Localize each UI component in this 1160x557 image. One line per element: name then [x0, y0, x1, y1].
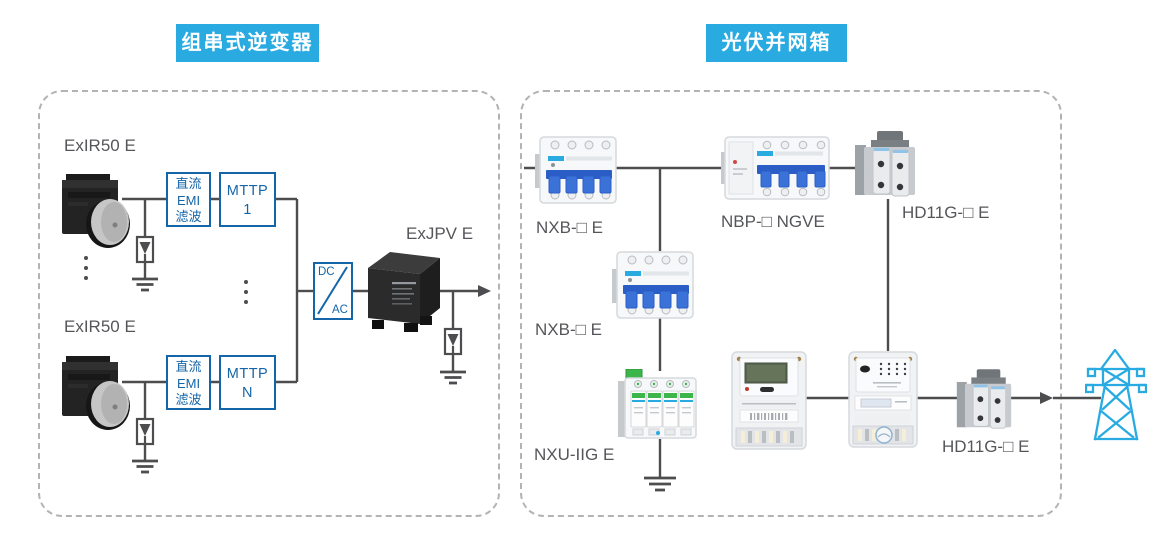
grid-box-section-border — [520, 90, 1062, 517]
arrow-inverter-output — [478, 285, 491, 297]
nxu-spd-device — [618, 369, 697, 439]
spd-symbol-1 — [135, 235, 155, 264]
dc-emi-filter-box-top: 直流 EMI 滤波 — [166, 172, 211, 227]
dc-ac-inverter-box: DC AC — [313, 262, 353, 320]
dc-label: DC — [318, 266, 335, 278]
exjpv-device — [368, 252, 440, 332]
section-header-grid-box: 光伏并网箱 — [706, 24, 847, 62]
ground-symbol-1 — [132, 277, 158, 292]
arrow-to-grid — [1040, 392, 1053, 404]
dc-ac-diagonal — [317, 266, 348, 315]
mppt1-box: MTTP 1 — [219, 172, 276, 227]
dc-emi-filter-box-bottom: 直流 EMI 滤波 — [166, 355, 211, 410]
mppt1-line2: 1 — [243, 202, 252, 218]
ac-label: AC — [332, 304, 348, 316]
emi-line3: 滤波 — [175, 209, 202, 224]
ground-symbol-4 — [644, 476, 676, 492]
mpptn-line2: N — [242, 385, 253, 401]
energy-meter-device-1 — [731, 351, 807, 450]
mpptn-line1: MTTP — [226, 366, 269, 382]
label-nxu-spd: NXU-IIG E — [534, 445, 615, 464]
label-hd11g-bottom: HD11G-□ E — [942, 437, 1030, 456]
ellipsis-strings — [84, 256, 88, 280]
label-nxb-main: NXB-□ E — [536, 218, 603, 237]
energy-meter-device-2 — [848, 351, 918, 448]
label-exir50-bottom: ExIR50 E — [64, 317, 136, 336]
hd11g-fuse-device-bottom — [956, 369, 1012, 429]
label-exir50-top: ExIR50 E — [64, 136, 136, 155]
ellipsis-mppt — [244, 280, 248, 304]
emi-line1: 直流 — [175, 176, 202, 191]
label-nbp: NBP-□ NGVE — [721, 212, 825, 231]
nxb-breaker-device-branch — [612, 251, 694, 319]
transmission-tower-icon — [1085, 349, 1147, 441]
spd-symbol-2 — [135, 417, 155, 446]
label-exjpv: ExJPV E — [406, 224, 474, 243]
ground-symbol-2 — [132, 459, 158, 474]
mppt1-line1: MTTP — [226, 183, 269, 199]
label-hd11g-top: HD11G-□ E — [902, 203, 990, 222]
hd11g-fuse-device-top — [855, 131, 915, 197]
nbp-breaker-device — [721, 136, 830, 200]
spd-symbol-3 — [443, 327, 463, 356]
mpptn-box: MTTP N — [219, 355, 276, 410]
emi-line3: 滤波 — [175, 392, 202, 407]
ground-symbol-3 — [440, 370, 466, 385]
emi-line2: EMI — [176, 375, 201, 391]
string-inverter-section-border — [38, 90, 500, 517]
emi-line2: EMI — [176, 192, 201, 208]
nxb-breaker-device-top — [535, 136, 617, 204]
section-header-string-inverter: 组串式逆变器 — [176, 24, 319, 62]
label-nxb-branch: NXB-□ E — [535, 320, 602, 339]
emi-line1: 直流 — [175, 359, 202, 374]
rotary-isolator-device-bottom — [62, 356, 130, 430]
rotary-isolator-device-top — [62, 174, 130, 248]
